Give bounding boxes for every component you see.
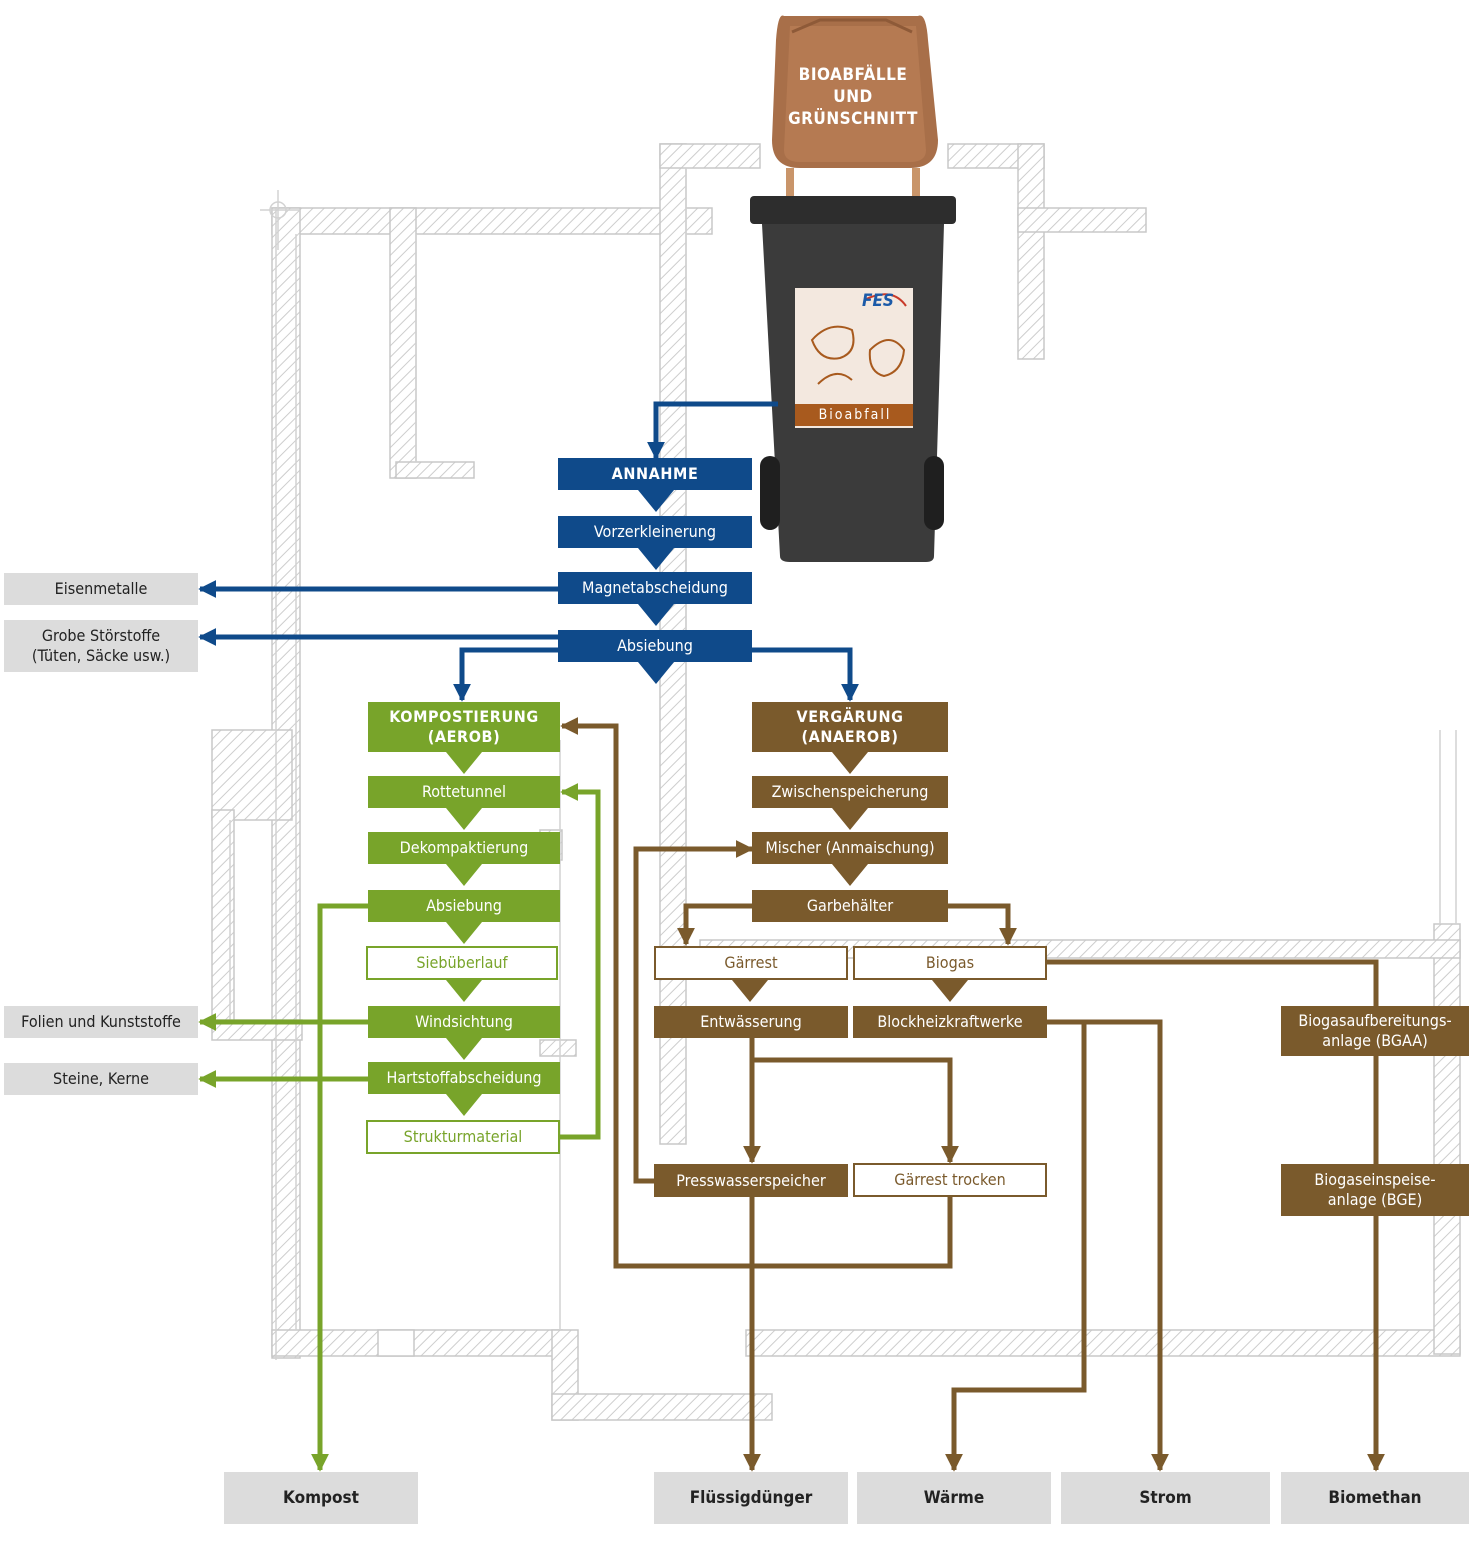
output-folien: Folien und Kunststoffe (4, 1006, 198, 1038)
output-eisenmetalle: Eisenmetalle (4, 573, 198, 605)
bin-label: Bioabfall (818, 407, 892, 423)
step-mischer: Mischer (Anmaischung) (752, 832, 948, 864)
step-tabs (446, 490, 968, 1116)
bin-lid-text: BIOABFÄLLE UND GRÜNSCHNITT (788, 65, 918, 129)
product-strom: Strom (1061, 1472, 1270, 1524)
product-fluessigduenger: Flüssigdünger (654, 1472, 848, 1524)
step-kompostierung: KOMPOSTIERUNG (AEROB) (368, 702, 560, 752)
step-absiebung-kompost: Absiebung (368, 890, 560, 922)
green-connectors (198, 783, 601, 1472)
step-presswasserspeicher: Presswasserspeicher (654, 1164, 848, 1197)
step-strukturmaterial: Strukturmaterial (366, 1120, 560, 1154)
step-rottetunnel: Rottetunnel (368, 776, 560, 808)
step-entwaesserung: Entwässerung (654, 1006, 848, 1038)
product-biomethan: Biomethan (1281, 1472, 1469, 1524)
step-biogas: Biogas (853, 946, 1047, 980)
step-vorzerkleinerung: Vorzerkleinerung (558, 516, 752, 548)
step-bge: Biogaseinspeise-anlage (BGE) (1281, 1164, 1469, 1216)
step-windsichtung: Windsichtung (368, 1006, 560, 1038)
product-kompost: Kompost (224, 1472, 418, 1524)
step-bgaa: Biogasaufbereitungs-anlage (BGAA) (1281, 1006, 1469, 1056)
step-hartstoffabscheidung: Hartstoffabscheidung (368, 1062, 560, 1094)
step-siebueberlauf: Siebüberlauf (366, 946, 558, 980)
fes-logo: FES (862, 291, 894, 311)
step-magnetabscheidung: Magnetabscheidung (558, 572, 752, 604)
product-waerme: Wärme (857, 1472, 1051, 1524)
output-steine: Steine, Kerne (4, 1063, 198, 1095)
step-zwischenspeicherung: Zwischenspeicherung (752, 776, 948, 808)
waste-bin-icon (750, 15, 956, 562)
step-gaerrest: Gärrest (654, 946, 848, 980)
blue-connectors (198, 401, 859, 702)
step-gaerrest-trocken: Gärrest trocken (853, 1163, 1047, 1197)
brown-connectors (560, 717, 1385, 1472)
step-garbehaelter: Garbehälter (752, 890, 948, 922)
step-blockheizkraftwerke: Blockheizkraftwerke (853, 1006, 1047, 1038)
step-annahme: ANNAHME (558, 458, 752, 490)
output-stoerstoffe: Grobe Störstoffe (Tüten, Säcke usw.) (4, 620, 198, 672)
step-absiebung: Absiebung (558, 630, 752, 662)
step-vergaerung: VERGÄRUNG (ANAEROB) (752, 702, 948, 752)
step-dekompaktierung: Dekompaktierung (368, 832, 560, 864)
